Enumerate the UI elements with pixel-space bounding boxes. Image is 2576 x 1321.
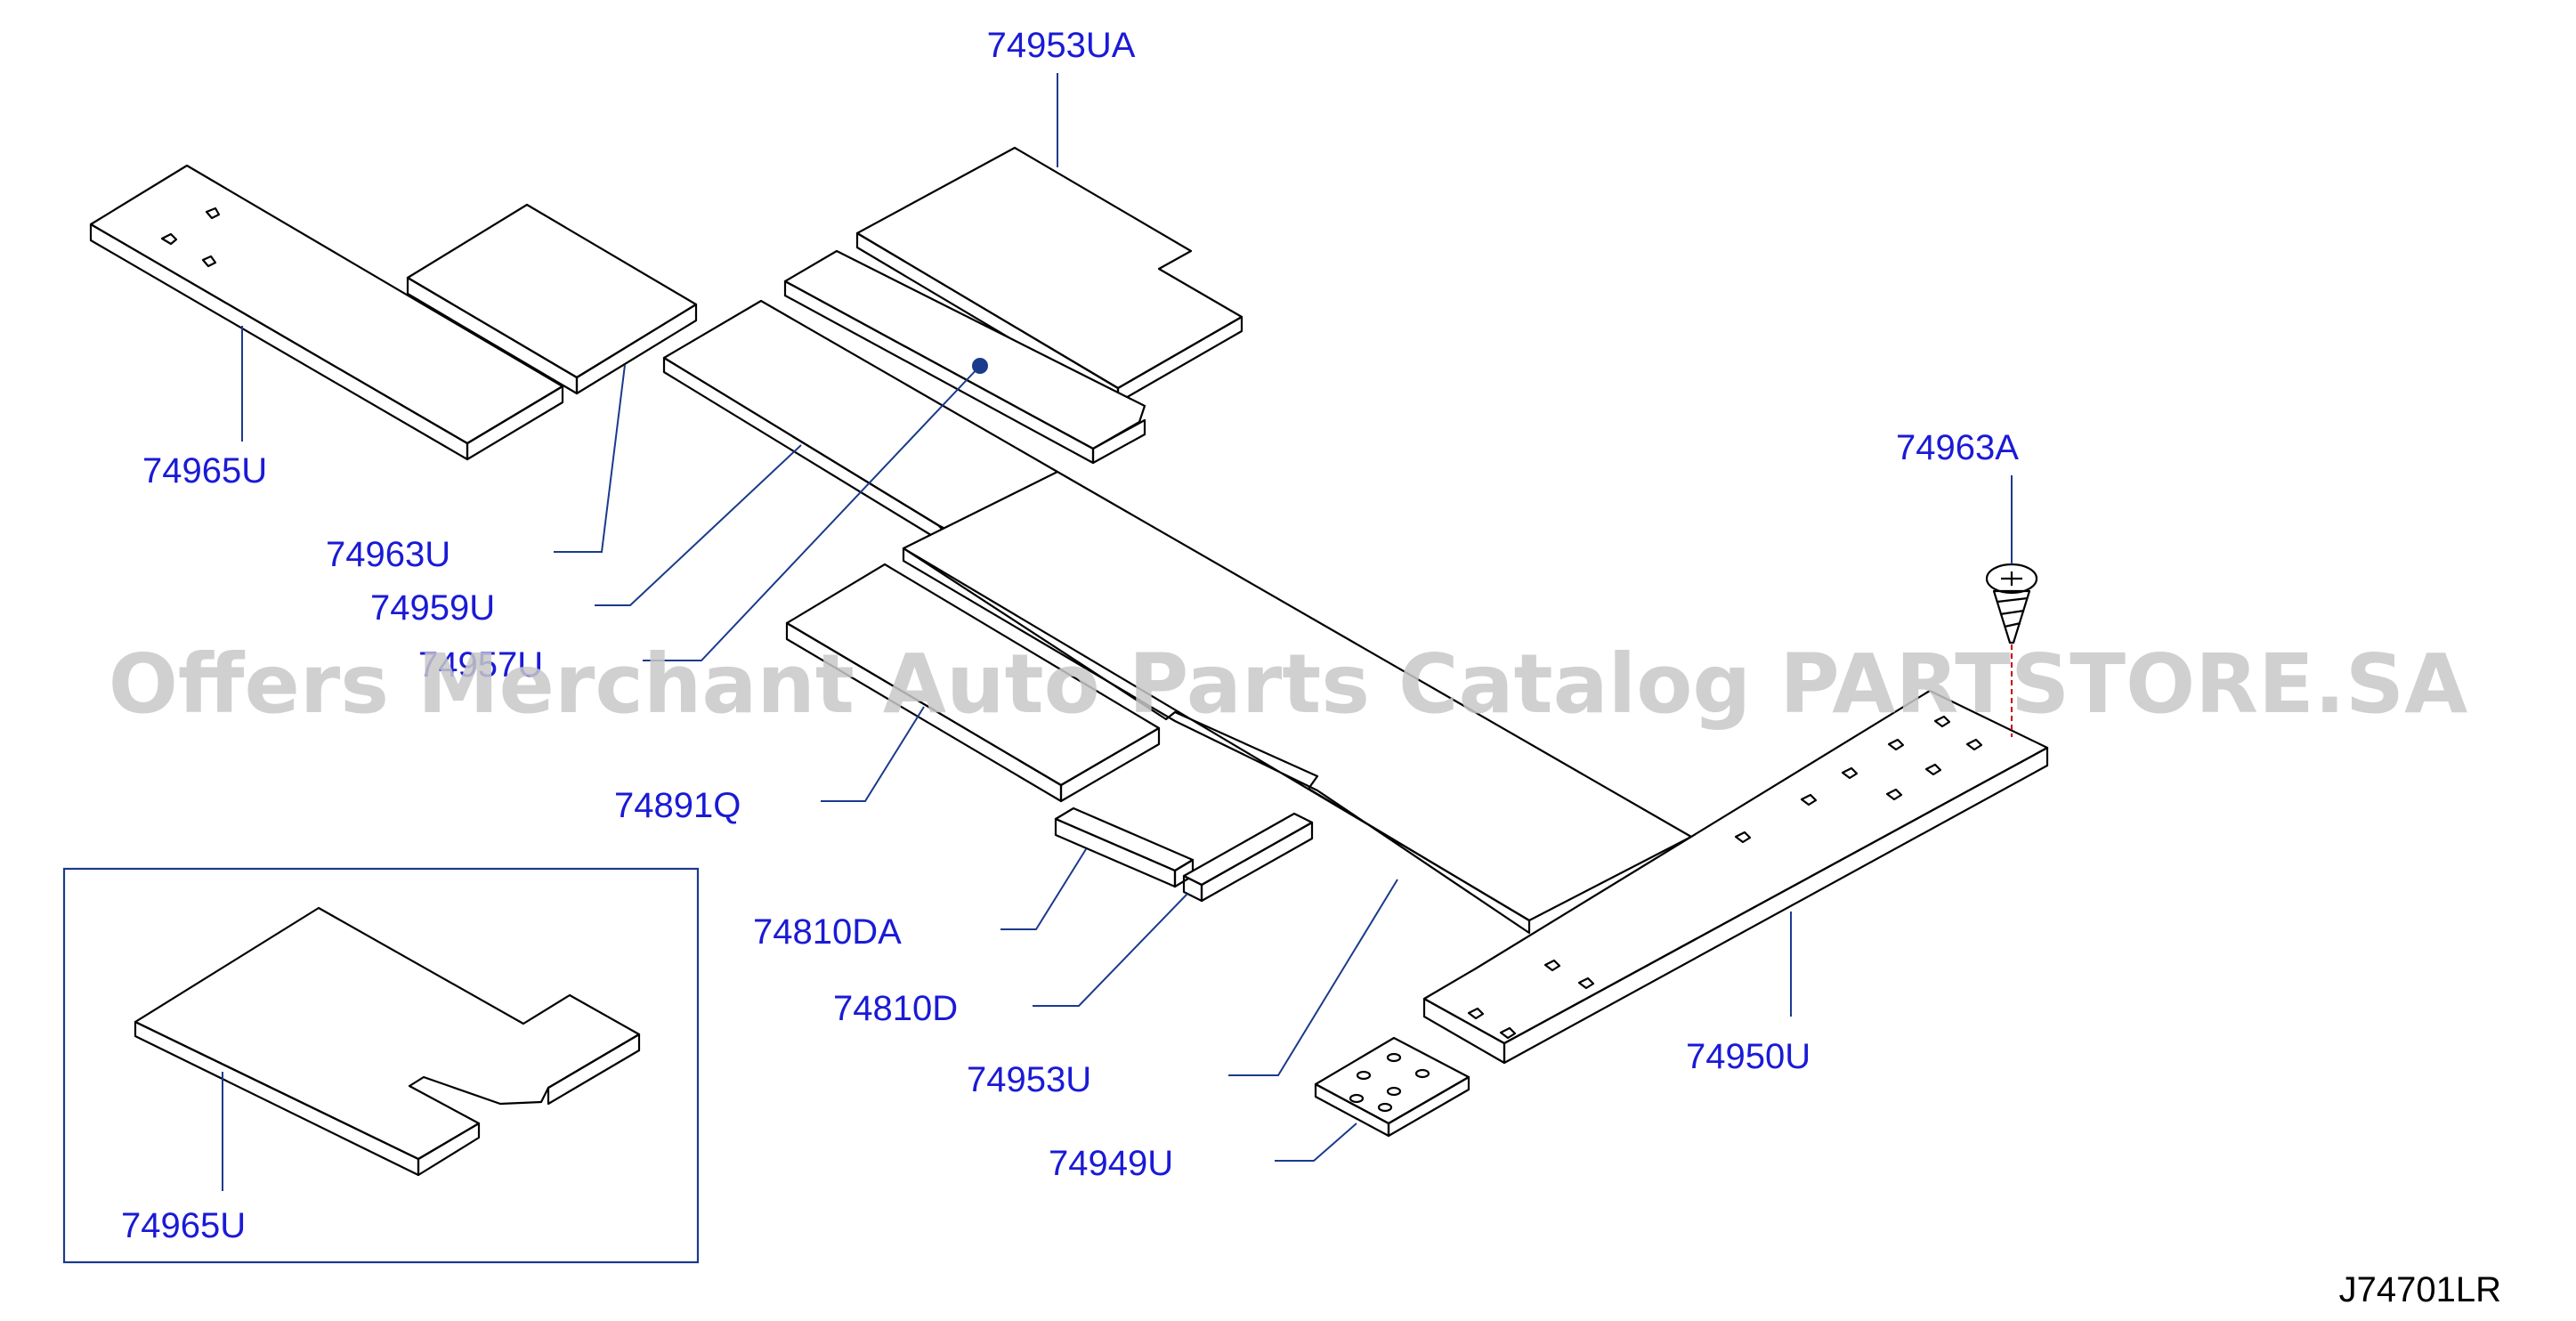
diagram-code: J74701LR [2339, 1270, 2501, 1309]
label-74965U-top[interactable]: 74965U [142, 451, 267, 490]
label-74965U-inset[interactable]: 74965U [121, 1206, 246, 1245]
part-74963A-screw [1985, 563, 2038, 737]
label-74959U[interactable]: 74959U [370, 588, 495, 628]
watermark-text: Offers Merchant Auto Parts Catalog PARTS… [109, 636, 2468, 732]
label-74957U[interactable]: 74957U [418, 645, 543, 685]
part-74950U-rail [1422, 689, 2049, 1065]
label-74949U[interactable]: 74949U [1049, 1144, 1173, 1183]
label-74891Q[interactable]: 74891Q [614, 786, 741, 825]
label-74953UA[interactable]: 74953UA [987, 26, 1136, 65]
part-74810DA-block [1054, 806, 1195, 888]
part-74810D-block [1182, 812, 1314, 903]
label-74953U[interactable]: 74953U [967, 1060, 1091, 1099]
part-74963U-pad [406, 203, 698, 395]
label-74810DA[interactable]: 74810DA [753, 912, 902, 952]
inset-frame [62, 867, 700, 1264]
label-74963U[interactable]: 74963U [326, 535, 450, 574]
part-74965U-board [89, 164, 564, 461]
label-74810D[interactable]: 74810D [833, 989, 958, 1028]
label-74950U[interactable]: 74950U [1686, 1037, 1810, 1076]
part-74891Q-board [785, 563, 1161, 803]
part-labels: 74953UA 74965U 74963U 74959U 74957U 7489… [121, 26, 2019, 1245]
part-74949U-plate [1314, 1036, 1470, 1138]
part-74965U-inset-panel [134, 906, 641, 1177]
part-74953U-floor [902, 470, 1693, 935]
leader-lines [222, 73, 2013, 1191]
label-74963A[interactable]: 74963A [1896, 428, 2019, 467]
